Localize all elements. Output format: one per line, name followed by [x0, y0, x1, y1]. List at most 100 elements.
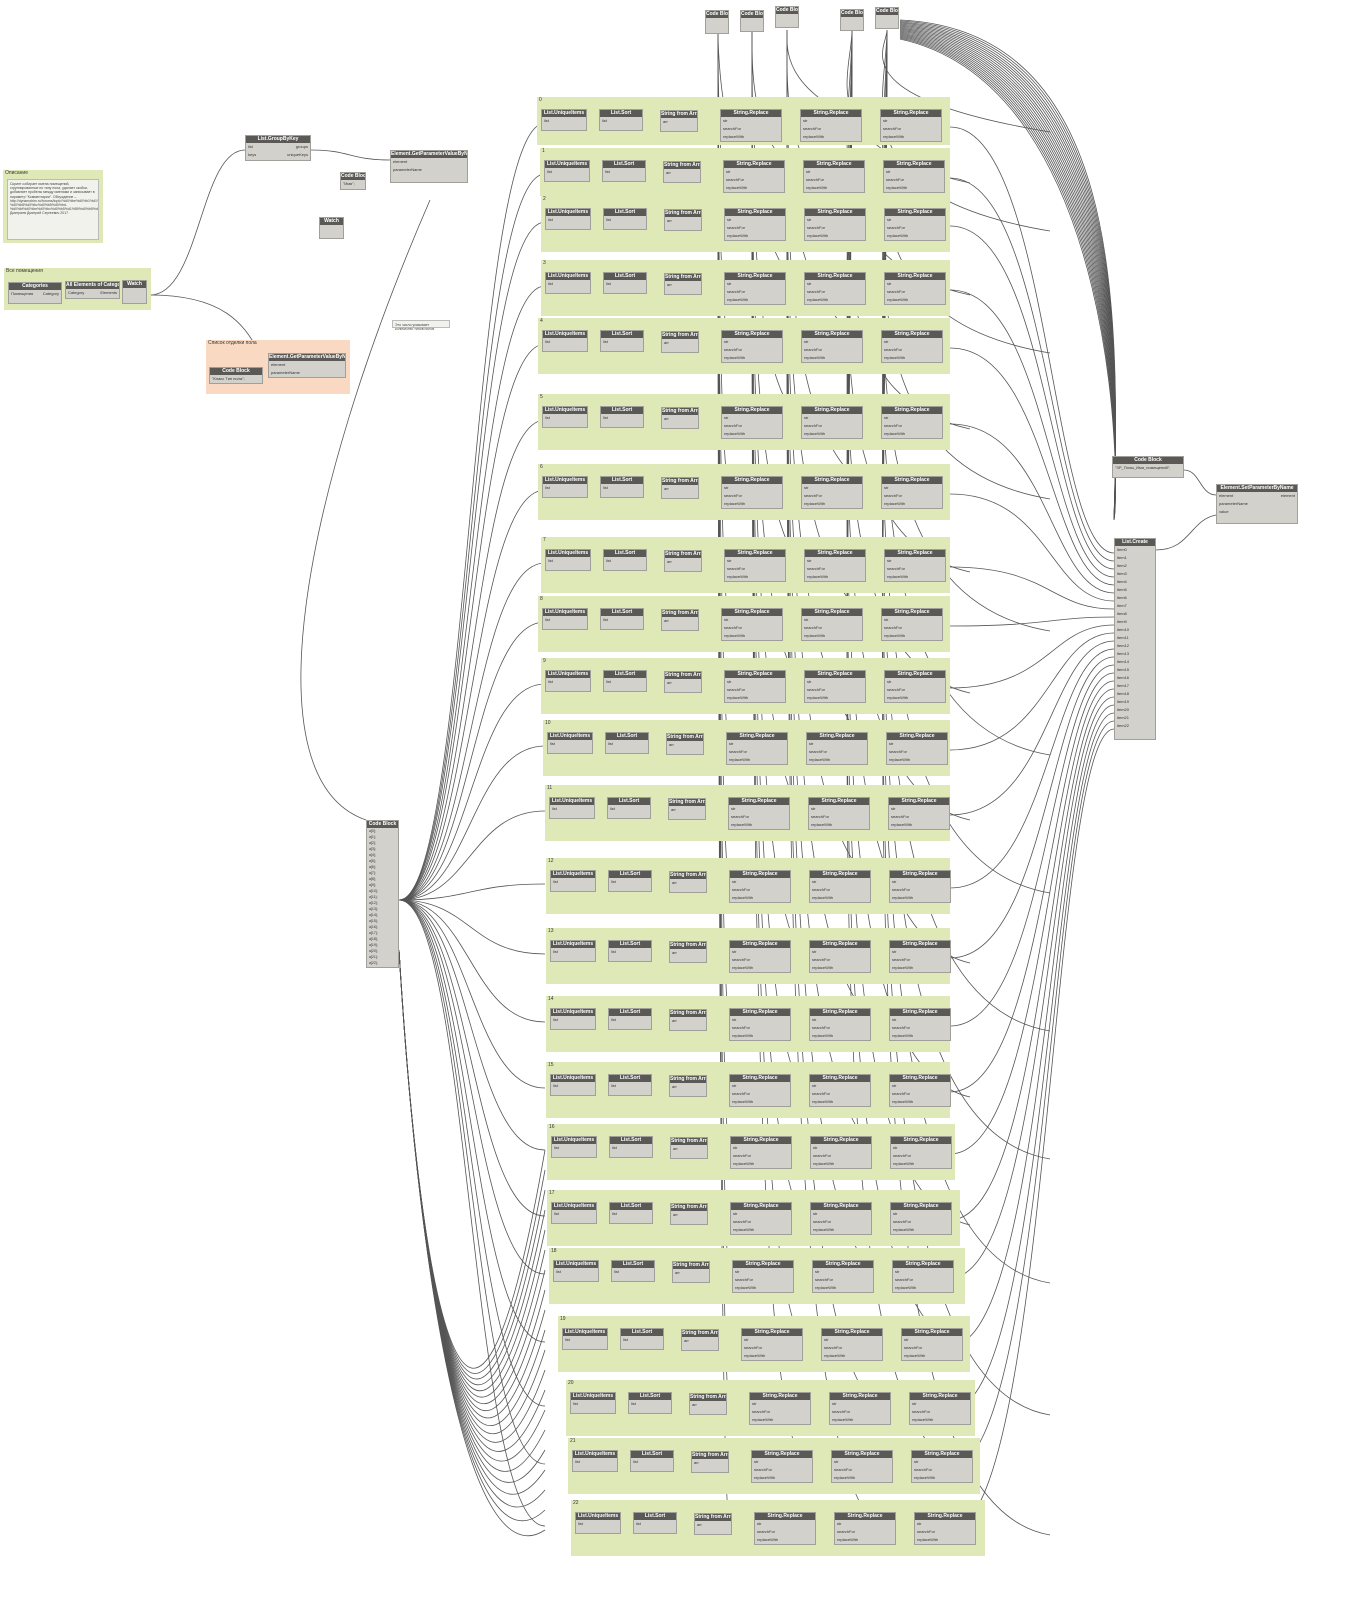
list-sort-list-port[interactable]: list [614, 1269, 619, 1274]
string-replace-replacewith-port[interactable]: replaceWith [807, 297, 829, 302]
string-replace-node[interactable]: String.Replace str searchFor replaceWith [889, 1008, 951, 1041]
string-replace-node[interactable]: String.Replace str searchFor replaceWith [884, 208, 946, 241]
string-replace-replacewith-port[interactable]: replaceWith [724, 633, 746, 638]
code-block-top-3[interactable]: Code Block [775, 6, 799, 28]
string-replace-searchfor-port[interactable]: searchFor [731, 814, 750, 819]
categories-node[interactable]: Categories Помещения Category [8, 282, 62, 304]
string-replace-searchfor-port[interactable]: searchFor [812, 1025, 831, 1030]
list-sort-node[interactable]: List.Sort list [608, 1074, 652, 1096]
string-replace-node[interactable]: String.Replace str searchFor replaceWith [801, 330, 863, 363]
string-replace-str-port[interactable]: str [884, 485, 889, 490]
string-replace-searchfor-port[interactable]: searchFor [891, 814, 910, 819]
list-sort-node[interactable]: List.Sort list [620, 1328, 664, 1350]
unique-items-list-port[interactable]: list [565, 1337, 570, 1342]
string-replace-searchfor-port[interactable]: searchFor [892, 1025, 911, 1030]
string-replace-str-port[interactable]: str [886, 169, 891, 174]
row-group-7[interactable]: 7 List.UniqueItems list List.Sort list S… [541, 537, 950, 593]
string-replace-str-port[interactable]: str [892, 1017, 897, 1022]
unique-items-list-port[interactable]: list [544, 118, 549, 123]
list-sort-node[interactable]: List.Sort list [603, 549, 647, 571]
string-replace-str-port[interactable]: str [806, 169, 811, 174]
row-group-17[interactable]: 17 List.UniqueItems list List.Sort list … [547, 1190, 960, 1246]
list-create-item-port[interactable]: item3 [1117, 571, 1127, 576]
string-replace-node[interactable]: String.Replace str searchFor replaceWith [881, 608, 943, 641]
unique-items-list-port[interactable]: list [548, 217, 553, 222]
list-sort-node[interactable]: List.Sort list [600, 608, 644, 630]
string-replace-replacewith-port[interactable]: replaceWith [884, 355, 906, 360]
string-replace-searchfor-port[interactable]: searchFor [723, 126, 742, 131]
list-create-item-port[interactable]: item6 [1117, 595, 1127, 600]
string-from-array-node[interactable]: String from Array arr [689, 1393, 727, 1415]
string-replace-node[interactable]: String.Replace str searchFor replaceWith [889, 1074, 951, 1107]
string-replace-replacewith-port[interactable]: replaceWith [904, 1353, 926, 1358]
list-sort-node[interactable]: List.Sort list [633, 1512, 677, 1534]
string-replace-node[interactable]: String.Replace str searchFor replaceWith [890, 1136, 952, 1169]
string-replace-node[interactable]: String.Replace str searchFor replaceWith [809, 940, 871, 973]
string-replace-replacewith-port[interactable]: replaceWith [886, 185, 908, 190]
list-create-item-port[interactable]: item7 [1117, 603, 1127, 608]
string-replace-node[interactable]: String.Replace str searchFor replaceWith [901, 1328, 963, 1361]
string-replace-replacewith-port[interactable]: replaceWith [892, 895, 914, 900]
row-group-12[interactable]: 12 List.UniqueItems list List.Sort list … [546, 858, 951, 914]
string-replace-searchfor-port[interactable]: searchFor [904, 1345, 923, 1350]
category-input-port[interactable]: Category [68, 290, 85, 295]
string-replace-replacewith-port[interactable]: replaceWith [727, 233, 749, 238]
string-replace-searchfor-port[interactable]: searchFor [804, 423, 823, 428]
unique-items-list-port[interactable]: list [548, 558, 553, 563]
unique-items-node[interactable]: List.UniqueItems list [545, 208, 591, 230]
string-from-array-arr-port[interactable]: arr [664, 340, 669, 345]
string-replace-str-port[interactable]: str [726, 169, 731, 174]
list-create-item-port[interactable]: item20 [1117, 707, 1130, 712]
string-replace-searchfor-port[interactable]: searchFor [892, 957, 911, 962]
list-create-item-port[interactable]: item10 [1117, 627, 1130, 632]
list-sort-list-port[interactable]: list [606, 679, 611, 684]
list-sort-list-port[interactable]: list [603, 485, 608, 490]
string-replace-node[interactable]: String.Replace str searchFor replaceWith [892, 1260, 954, 1293]
list-sort-list-port[interactable]: list [631, 1401, 636, 1406]
string-replace-str-port[interactable]: str [832, 1401, 837, 1406]
string-from-array-node[interactable]: String from Array arr [670, 1137, 708, 1159]
list-sort-node[interactable]: List.Sort list [599, 109, 643, 131]
unique-items-node[interactable]: List.UniqueItems list [545, 670, 591, 692]
string-from-array-node[interactable]: String from Array arr [661, 477, 699, 499]
set-param-element-out[interactable]: element [1280, 493, 1295, 498]
string-replace-str-port[interactable]: str [807, 679, 812, 684]
string-from-array-arr-port[interactable]: arr [667, 680, 672, 685]
string-replace-searchfor-port[interactable]: searchFor [732, 957, 751, 962]
string-replace-searchfor-port[interactable]: searchFor [837, 1529, 856, 1534]
list-sort-list-port[interactable]: list [611, 879, 616, 884]
string-from-array-node[interactable]: String from Array arr [669, 1075, 707, 1097]
list-sort-list-port[interactable]: list [603, 617, 608, 622]
string-replace-replacewith-port[interactable]: replaceWith [834, 1475, 856, 1480]
string-replace-node[interactable]: String.Replace str searchFor replaceWith [884, 670, 946, 703]
string-replace-searchfor-port[interactable]: searchFor [724, 493, 743, 498]
string-replace-replacewith-port[interactable]: replaceWith [731, 822, 753, 827]
string-replace-node[interactable]: String.Replace str searchFor replaceWith [803, 160, 865, 193]
string-replace-replacewith-port[interactable]: replaceWith [807, 233, 829, 238]
string-replace-node[interactable]: String.Replace str searchFor replaceWith [914, 1512, 976, 1545]
row-group-16[interactable]: 16 List.UniqueItems list List.Sort list … [547, 1124, 955, 1180]
string-replace-str-port[interactable]: str [724, 339, 729, 344]
string-replace-searchfor-port[interactable]: searchFor [727, 289, 746, 294]
list-sort-node[interactable]: List.Sort list [603, 208, 647, 230]
unique-items-list-port[interactable]: list [554, 1211, 559, 1216]
list-sort-list-port[interactable]: list [612, 1145, 617, 1150]
unique-items-node[interactable]: List.UniqueItems list [542, 406, 588, 428]
list-sort-node[interactable]: List.Sort list [609, 1136, 653, 1158]
unique-items-list-port[interactable]: list [553, 949, 558, 954]
string-replace-replacewith-port[interactable]: replaceWith [813, 1161, 835, 1166]
string-replace-node[interactable]: String.Replace str searchFor replaceWith [729, 1074, 791, 1107]
string-replace-str-port[interactable]: str [724, 485, 729, 490]
string-from-array-node[interactable]: String from Array arr [664, 209, 702, 231]
string-replace-replacewith-port[interactable]: replaceWith [724, 355, 746, 360]
string-replace-str-port[interactable]: str [754, 1459, 759, 1464]
list-sort-node[interactable]: List.Sort list [608, 870, 652, 892]
string-replace-searchfor-port[interactable]: searchFor [807, 687, 826, 692]
string-replace-replacewith-port[interactable]: replaceWith [744, 1353, 766, 1358]
string-replace-searchfor-port[interactable]: searchFor [813, 1153, 832, 1158]
code-block-top-5[interactable]: Code Block [875, 7, 899, 29]
string-from-array-arr-port[interactable]: arr [669, 742, 674, 747]
string-replace-replacewith-port[interactable]: replaceWith [727, 695, 749, 700]
code-block-floor[interactable]: Code Block "Класс Тип пола"; [209, 367, 263, 384]
